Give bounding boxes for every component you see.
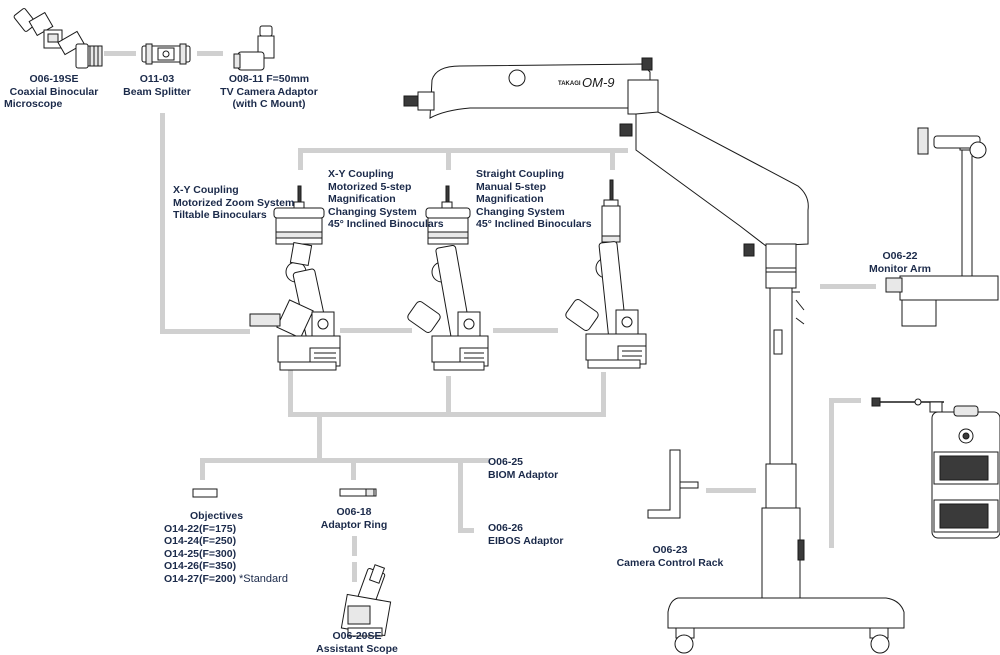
label-biom: O06-25 BIOM Adaptor bbox=[488, 456, 558, 481]
label-assistant: O06-20SE Assistant Scope bbox=[312, 630, 402, 655]
assistant-code: O06-20SE bbox=[332, 630, 382, 642]
motorized-5step-head-drawing bbox=[407, 185, 489, 371]
label-binocular: O06-19SE Coaxial Binocular Microscope bbox=[4, 73, 104, 111]
binocular-line2: Microscope bbox=[4, 98, 63, 110]
label-manual-5step: Straight Coupling Manual 5-step Magnific… bbox=[476, 168, 592, 231]
eibos-line1: EIBOS Adaptor bbox=[488, 534, 564, 547]
monitor-arm-drawing bbox=[885, 127, 999, 327]
label-tv-adaptor: O08-11 F=50mm TV Camera Adaptor (with C … bbox=[214, 73, 324, 111]
objective-item: O14-22(F=175) bbox=[164, 522, 237, 535]
zoom-line3: Tiltable Binoculars bbox=[173, 209, 267, 221]
motorized5-line4: Changing System bbox=[328, 205, 417, 218]
adaptor-ring-drawing bbox=[339, 488, 377, 497]
objectives-title: Objectives bbox=[190, 510, 244, 522]
connector-lines bbox=[104, 51, 876, 582]
label-motorized-5step: X-Y Coupling Motorized 5-step Magnificat… bbox=[328, 168, 444, 231]
splitter-code: O11-03 bbox=[139, 73, 175, 85]
label-objectives: Objectives O14-22(F=175) O14-24(F=250) O… bbox=[164, 510, 288, 585]
beam-splitter-drawing bbox=[141, 43, 191, 65]
standard-note: *Standard bbox=[239, 572, 288, 585]
motorized5-line3: Magnification bbox=[328, 193, 396, 205]
monitor-arm-line1: Monitor Arm bbox=[868, 262, 932, 275]
camera-rack-drawing bbox=[647, 449, 699, 519]
adaptor-ring-line1: Adaptor Ring bbox=[320, 518, 388, 531]
foot-control-drawing bbox=[871, 397, 1000, 539]
objective-item: O14-25(F=300) bbox=[164, 547, 237, 560]
objective-item: O14-24(F=250) bbox=[164, 535, 237, 547]
zoom-line2: Motorized Zoom System bbox=[173, 196, 295, 209]
objective-item: O14-27(F=200) bbox=[164, 572, 237, 585]
brand-maker: TAKAGI bbox=[558, 81, 581, 87]
objective-item-standard: O14-27(F=200) *Standard bbox=[164, 573, 288, 586]
label-eibos: O06-26 EIBOS Adaptor bbox=[488, 522, 563, 547]
zoom-line1: X-Y Coupling bbox=[173, 184, 239, 196]
tv-adaptor-line1: TV Camera Adaptor bbox=[220, 85, 318, 98]
manual5-line1: Straight Coupling bbox=[476, 168, 565, 180]
label-adaptor-ring: O06-18 Adaptor Ring bbox=[312, 506, 396, 531]
motorized5-line2: Motorized 5-step bbox=[328, 180, 412, 193]
manual5-line2: Manual 5-step bbox=[476, 180, 547, 193]
motorized5-line1: X-Y Coupling bbox=[328, 168, 394, 180]
label-splitter: O11-03 Beam Splitter bbox=[118, 73, 196, 98]
label-monitor-arm: O06-22 Monitor Arm bbox=[860, 250, 940, 275]
biom-line1: BIOM Adaptor bbox=[488, 468, 559, 481]
brand-model: OM-9 bbox=[582, 75, 615, 90]
tv-adaptor-drawing bbox=[233, 25, 275, 71]
objective-drawing bbox=[192, 488, 218, 498]
motorized5-line5: 45° Inclined Binoculars bbox=[328, 218, 444, 230]
coaxial-binocular-drawing bbox=[13, 8, 103, 69]
splitter-line1: Beam Splitter bbox=[123, 85, 191, 98]
assistant-line1: Assistant Scope bbox=[316, 642, 398, 655]
manual-5step-head-drawing bbox=[565, 179, 647, 369]
floor-stand-drawing bbox=[403, 57, 905, 654]
label-camera-rack: O06-23 Camera Control Rack bbox=[608, 544, 732, 569]
manual5-line3: Magnification bbox=[476, 193, 544, 205]
camera-rack-code: O06-23 bbox=[652, 544, 688, 556]
manual5-line5: 45° Inclined Binoculars bbox=[476, 218, 592, 230]
label-zoom: X-Y Coupling Motorized Zoom System Tilta… bbox=[173, 184, 294, 222]
adaptor-ring-code: O06-18 bbox=[336, 506, 372, 518]
camera-rack-line1: Camera Control Rack bbox=[616, 556, 724, 569]
assistant-scope-drawing bbox=[340, 564, 392, 637]
tv-adaptor-code: O08-11 F=50mm bbox=[228, 73, 310, 85]
tv-adaptor-line2: (with C Mount) bbox=[232, 98, 306, 110]
biom-code: O06-25 bbox=[488, 456, 524, 468]
binocular-line1: Coaxial Binocular bbox=[9, 85, 99, 98]
eibos-code: O06-26 bbox=[488, 522, 524, 534]
objective-item: O14-26(F=350) bbox=[164, 560, 237, 572]
zoom-head-drawing bbox=[249, 185, 341, 371]
monitor-arm-code: O06-22 bbox=[882, 250, 918, 262]
binocular-code: O06-19SE bbox=[29, 73, 79, 85]
manual5-line4: Changing System bbox=[476, 205, 565, 218]
